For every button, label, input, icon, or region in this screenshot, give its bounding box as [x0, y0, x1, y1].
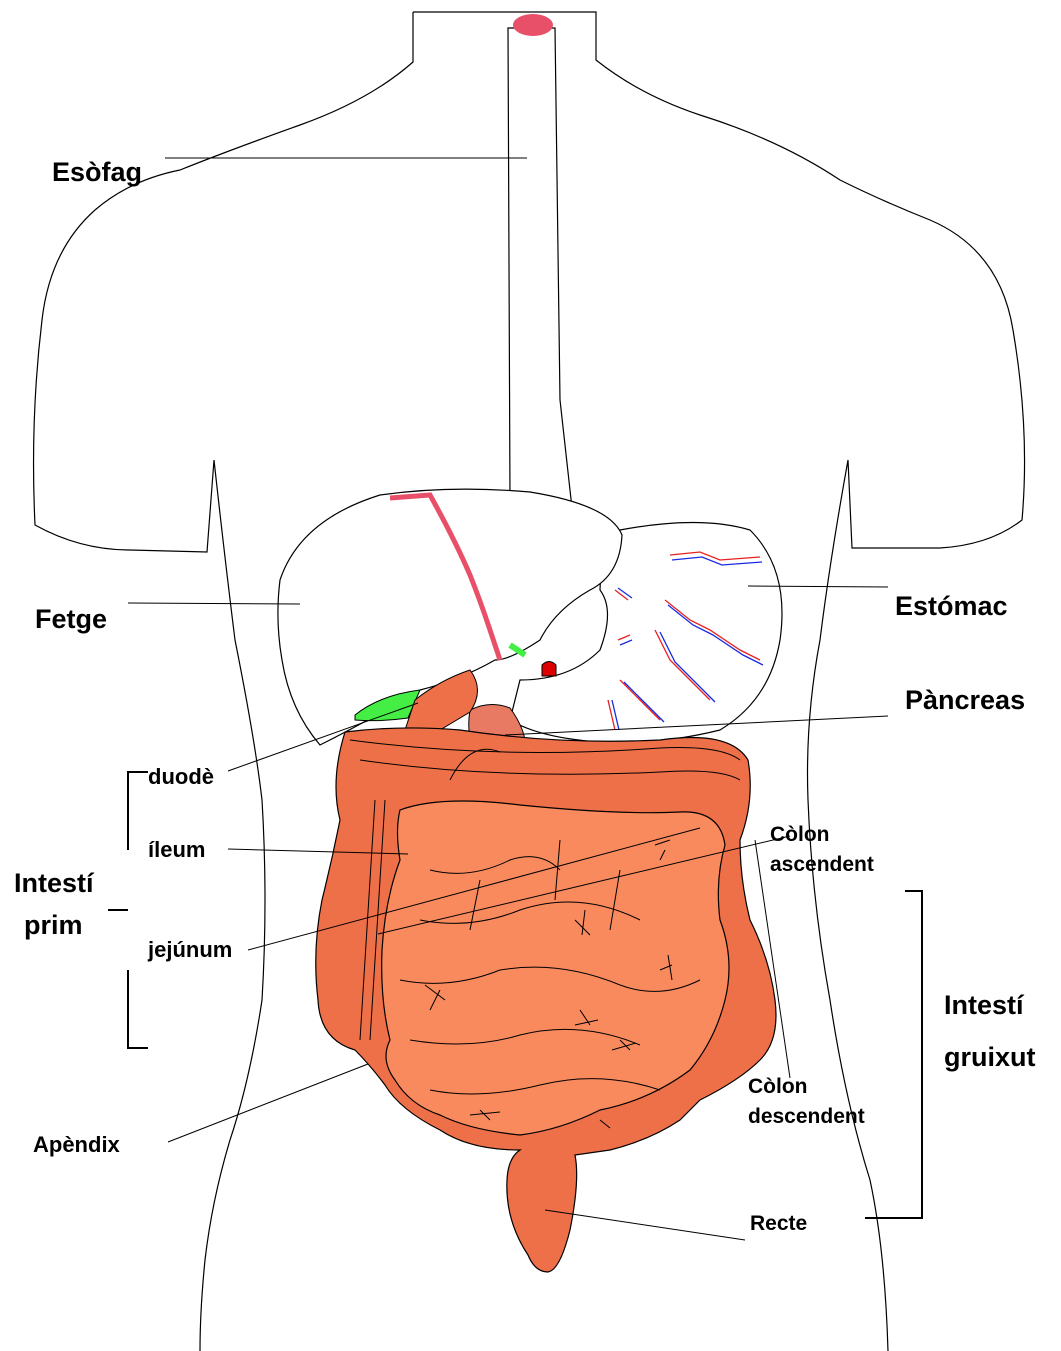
- label-recte: Recte: [750, 1212, 807, 1236]
- label-pancreas: Pàncreas: [905, 685, 1025, 716]
- leader-recte: [545, 1210, 745, 1240]
- leader-fetge: [128, 603, 300, 604]
- label-apendix: Apèndix: [33, 1132, 120, 1157]
- label-esofag: Esòfag: [52, 157, 142, 188]
- leader-apendix: [168, 1064, 368, 1142]
- esophagus-opening: [513, 14, 553, 36]
- label-intesti-prim-2: prim: [24, 910, 83, 941]
- label-estomac: Estómac: [895, 591, 1008, 622]
- label-intesti-gruixut-1: Intestí: [944, 990, 1024, 1021]
- label-colon-asc-1: Còlon: [770, 823, 829, 847]
- esophagus: [508, 28, 572, 508]
- label-fetge: Fetge: [35, 604, 107, 635]
- label-colon-desc-2: descendent: [748, 1105, 865, 1129]
- label-ileum: íleum: [148, 837, 205, 862]
- label-colon-desc-1: Còlon: [748, 1075, 807, 1099]
- pylorus: [542, 662, 556, 677]
- label-duode: duodè: [148, 764, 214, 789]
- label-colon-asc-2: ascendent: [770, 853, 874, 877]
- label-jejunum: jejúnum: [148, 937, 232, 962]
- bracket-intesti-gruixut: [865, 891, 922, 1218]
- bracket-intesti-prim: [108, 772, 148, 1048]
- label-intesti-prim-1: Intestí: [14, 868, 94, 899]
- label-intesti-gruixut-2: gruixut: [944, 1042, 1036, 1073]
